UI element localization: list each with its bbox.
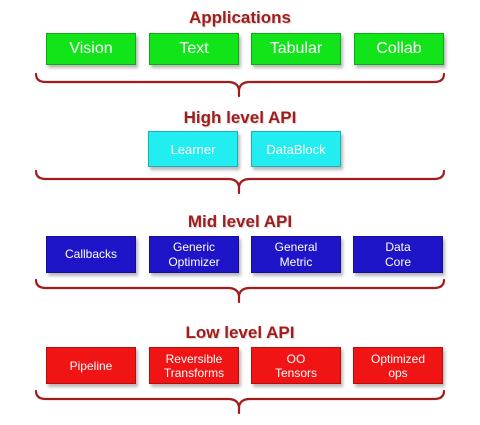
callbacks-box: Callbacks [46, 236, 136, 273]
mid-level-brace [34, 278, 446, 304]
high-level-brace [34, 169, 446, 195]
text-box: Text [149, 33, 239, 65]
learner-box: Learner [148, 131, 238, 167]
mid-level-api-title: Mid level API [187, 212, 293, 231]
applications-brace [34, 72, 446, 98]
low-level-brace [34, 389, 446, 415]
tabular-box: Tabular [251, 33, 341, 65]
applications-title: Applications [188, 8, 291, 27]
vision-box: Vision [46, 33, 136, 65]
high-level-api-title: High level API [183, 108, 297, 127]
datablock-box: DataBlock [251, 131, 341, 167]
pipeline-box: Pipeline [46, 347, 136, 384]
collab-box: Collab [354, 33, 444, 65]
low-level-api-title: Low level API [185, 323, 295, 342]
